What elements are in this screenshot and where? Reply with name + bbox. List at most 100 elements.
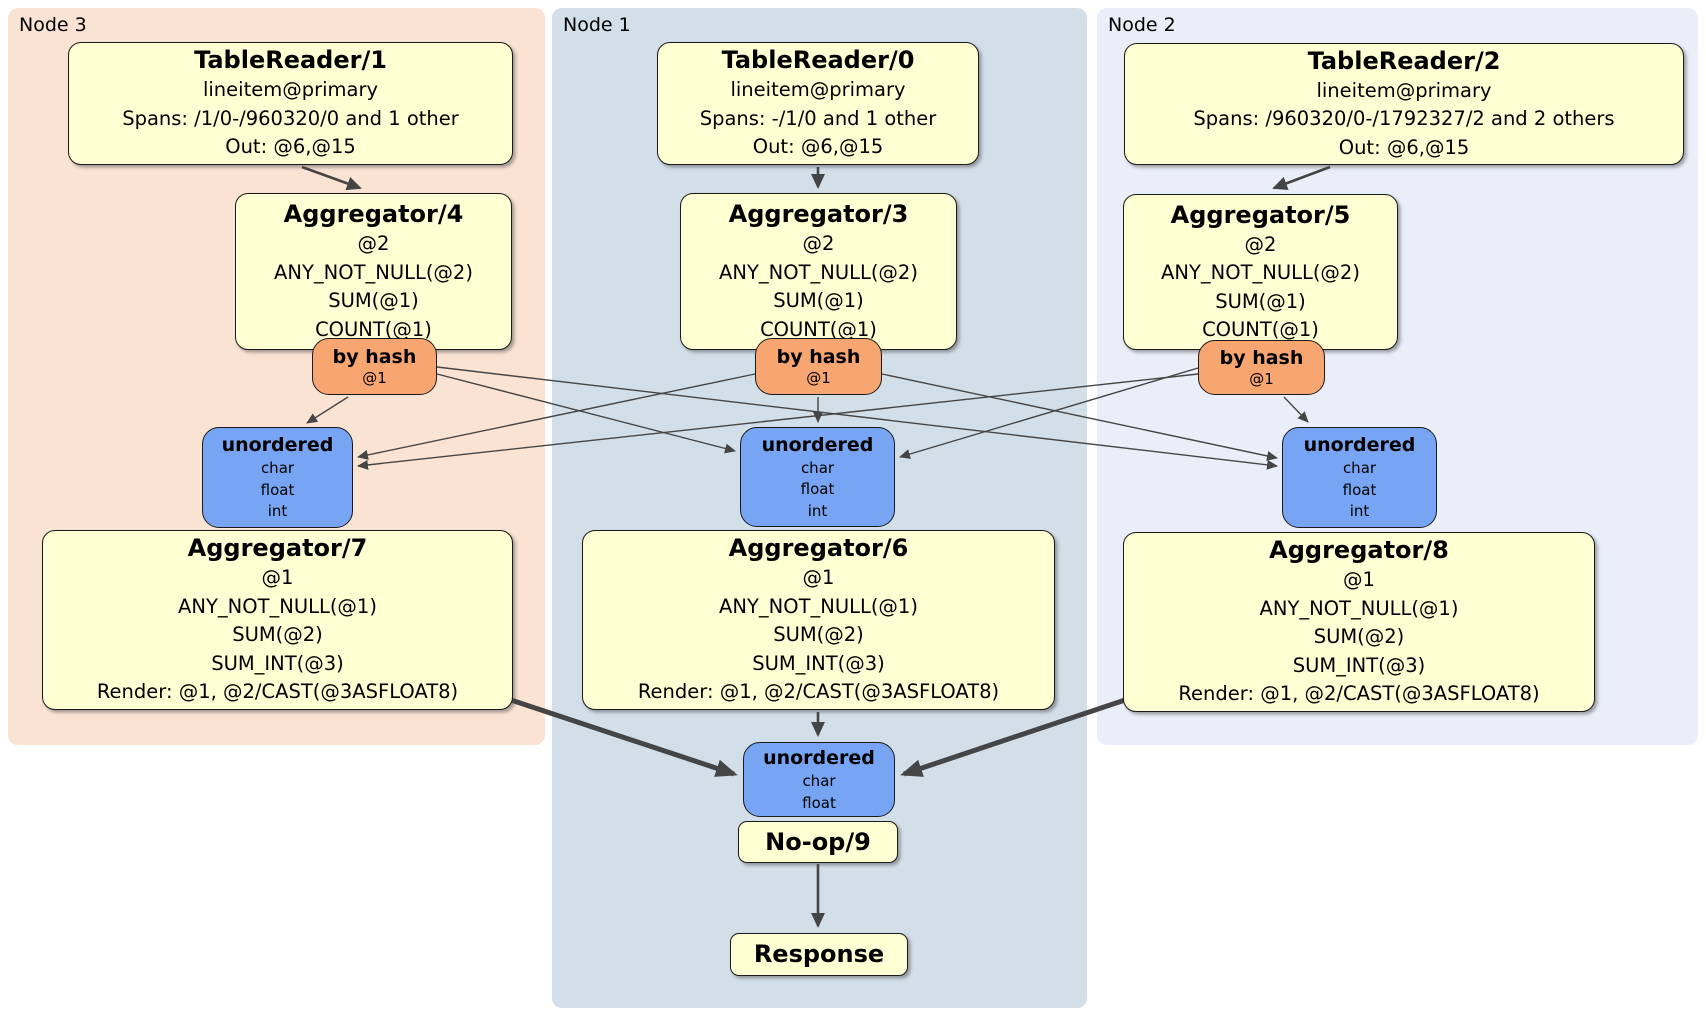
op-detail: @1 [1343, 568, 1375, 592]
op-detail: Out: @6,@15 [225, 135, 356, 159]
op-detail: Out: @6,@15 [1338, 135, 1470, 159]
cluster-node1-label: Node 1 [563, 14, 631, 36]
op-detail: @1 [802, 566, 835, 590]
edge-tablereader2-aggregator5 [1272, 165, 1331, 190]
op-detail: Out: @6,@15 [752, 135, 884, 159]
op-aggregator-3: Aggregator/3 @2 ANY_NOT_NULL(@2) SUM(@1)… [680, 193, 957, 350]
op-detail: ANY_NOT_NULL(@2) [719, 260, 918, 284]
sync-unordered-node2: unordered char float int [1282, 427, 1437, 528]
op-aggregator-7: Aggregator/7 @1 ANY_NOT_NULL(@1) SUM(@2)… [42, 530, 513, 710]
op-detail: ANY_NOT_NULL(@2) [274, 260, 473, 284]
sync-unordered-final: unordered char float [743, 742, 895, 817]
op-title: Aggregator/8 [1269, 536, 1449, 565]
router-title: by hash [332, 346, 417, 368]
op-detail: lineitem@primary [1316, 78, 1492, 102]
op-detail: SUM(@1) [773, 289, 864, 312]
sync-type: float [800, 480, 835, 499]
op-title: No-op/9 [765, 827, 871, 856]
op-detail: Spans: /960320/0-/1792327/2 and 2 others [1193, 107, 1615, 131]
op-tablereader-0: TableReader/0 lineitem@primary Spans: -/… [657, 42, 979, 165]
edge-byhash1-unordered2 [881, 373, 1278, 461]
op-detail: @1 [261, 566, 294, 590]
op-detail: Spans: /1/0-/960320/0 and 1 other [122, 106, 459, 130]
sync-title: unordered [1303, 434, 1416, 457]
op-detail: SUM(@1) [1215, 289, 1306, 313]
sync-unordered-node3: unordered char float int [202, 427, 353, 528]
op-detail: SUM(@2) [232, 623, 323, 647]
op-detail: lineitem@primary [730, 78, 906, 102]
router-byhash-node2: by hash @1 [1198, 340, 1325, 395]
cluster-node3-label: Node 3 [19, 14, 87, 36]
edge-byhash3-unordered3 [306, 396, 349, 424]
edge-aggregator8-finalsync [900, 695, 1132, 777]
sync-title: unordered [221, 434, 334, 457]
edge-byhash2-unordered3 [357, 373, 1199, 470]
op-title: Aggregator/4 [283, 200, 464, 228]
cluster-node2-label: Node 2 [1108, 14, 1176, 36]
router-title: by hash [776, 346, 861, 368]
op-detail: @2 [357, 232, 390, 255]
op-detail: SUM_INT(@3) [211, 651, 344, 675]
op-detail: SUM(@2) [773, 623, 864, 647]
op-aggregator-5: Aggregator/5 @2 ANY_NOT_NULL(@2) SUM(@1)… [1123, 194, 1398, 350]
op-detail: COUNT(@1) [760, 317, 877, 341]
op-detail: SUM_INT(@3) [1292, 653, 1426, 677]
op-detail: @2 [802, 232, 835, 255]
op-detail: SUM(@1) [328, 289, 419, 312]
op-detail: ANY_NOT_NULL(@1) [719, 594, 918, 618]
sync-type: float [802, 793, 836, 812]
op-detail: SUM_INT(@3) [752, 651, 885, 675]
op-title: Response [753, 940, 885, 968]
router-column: @1 [362, 369, 387, 387]
op-title: Aggregator/6 [728, 534, 909, 563]
op-detail: @2 [1244, 232, 1277, 256]
sync-type: int [1349, 502, 1370, 521]
op-title: TableReader/1 [194, 46, 387, 75]
edge-tablereader1-aggregator4 [301, 165, 362, 191]
op-aggregator-8: Aggregator/8 @1 ANY_NOT_NULL(@1) SUM(@2)… [1123, 532, 1595, 712]
sync-type: float [1342, 480, 1377, 499]
op-detail: ANY_NOT_NULL(@1) [1259, 596, 1459, 620]
op-detail: lineitem@primary [202, 78, 379, 102]
sync-title: unordered [763, 747, 875, 769]
edge-byhash3-unordered1 [436, 373, 736, 454]
op-title: TableReader/2 [1307, 46, 1501, 75]
op-tablereader-2: TableReader/2 lineitem@primary Spans: /9… [1124, 43, 1684, 165]
op-aggregator-6: Aggregator/6 @1 ANY_NOT_NULL(@1) SUM(@2)… [582, 530, 1055, 710]
op-title: Aggregator/7 [187, 534, 368, 563]
edge-aggregator7-finalsync [504, 695, 738, 777]
edge-byhash3-unordered2 [436, 366, 1278, 470]
op-detail: ANY_NOT_NULL(@2) [1161, 261, 1360, 284]
op-response: Response [730, 933, 908, 976]
sync-title: unordered [761, 433, 874, 456]
op-detail: COUNT(@1) [1202, 318, 1319, 341]
router-title: by hash [1219, 347, 1304, 369]
op-detail: Spans: -/1/0 and 1 other [699, 106, 937, 130]
edge-byhash1-unordered3 [357, 373, 756, 460]
op-detail: Render: @1, @2/CAST(@3ASFLOAT8) [1178, 682, 1540, 706]
sync-type: char [1342, 459, 1377, 478]
sync-type: char [260, 459, 295, 478]
op-detail: COUNT(@1) [315, 317, 432, 341]
op-title: TableReader/0 [721, 46, 915, 75]
op-detail: SUM(@2) [1313, 625, 1405, 649]
op-detail: Render: @1, @2/CAST(@3ASFLOAT8) [637, 680, 1000, 704]
op-detail: Render: @1, @2/CAST(@3ASFLOAT8) [96, 680, 459, 704]
sync-type: int [807, 501, 828, 520]
op-tablereader-1: TableReader/1 lineitem@primary Spans: /1… [68, 42, 513, 165]
edge-byhash2-unordered2 [1283, 396, 1309, 423]
op-title: Aggregator/3 [728, 200, 909, 228]
sync-type: float [260, 480, 295, 499]
op-noop-9: No-op/9 [738, 821, 898, 863]
router-byhash-node3: by hash @1 [312, 338, 437, 395]
sync-type: int [267, 502, 288, 521]
edge-byhash2-unordered1 [899, 367, 1199, 459]
sync-type: char [802, 772, 836, 790]
op-aggregator-4: Aggregator/4 @2 ANY_NOT_NULL(@2) SUM(@1)… [235, 193, 512, 350]
op-detail: ANY_NOT_NULL(@1) [178, 594, 377, 618]
sync-unordered-node1: unordered char float int [740, 427, 895, 527]
router-column: @1 [806, 369, 831, 387]
router-column: @1 [1249, 370, 1274, 388]
